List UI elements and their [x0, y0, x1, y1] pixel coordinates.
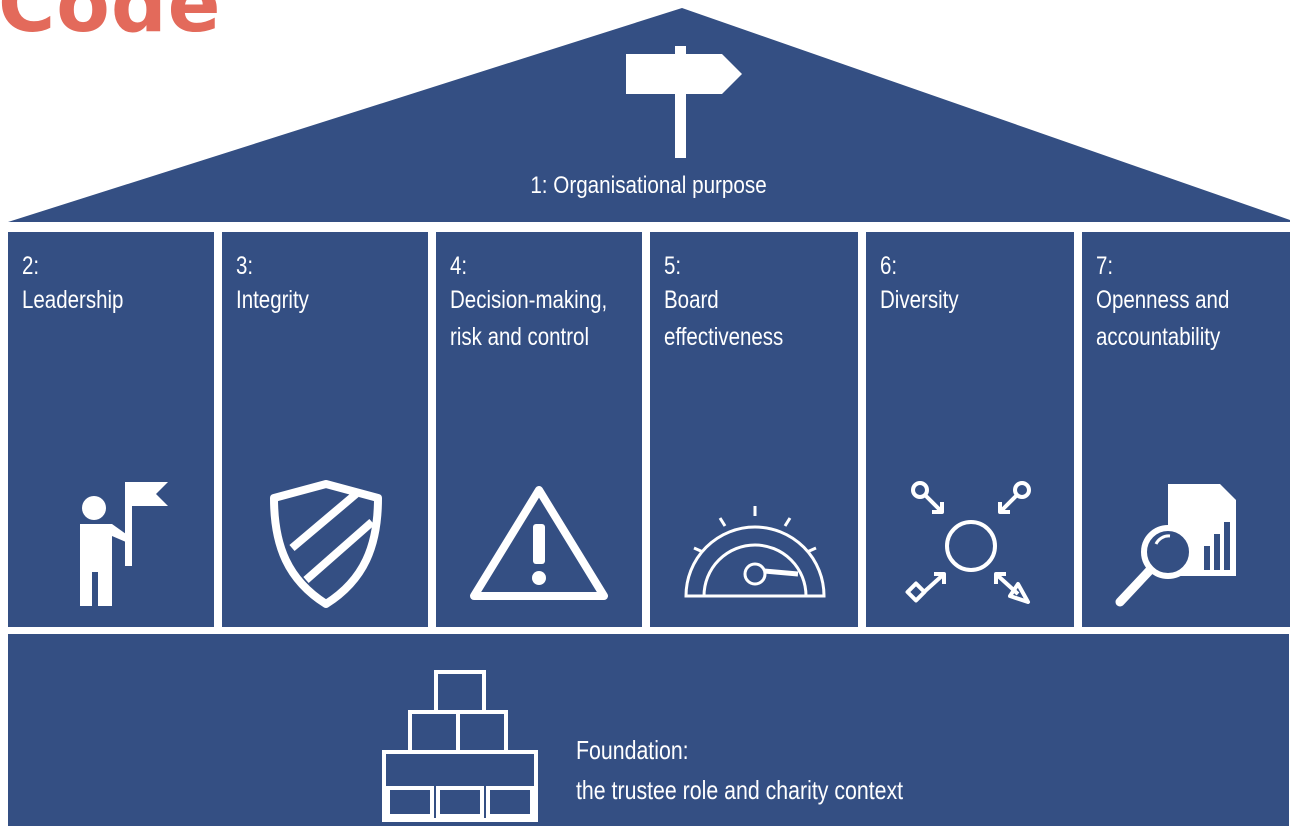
pillar-title: Integrity [236, 286, 309, 314]
signpost-icon [626, 46, 742, 158]
logo-wordmark: Code [0, 0, 222, 50]
pillar-title: Openness and accountability [1096, 286, 1230, 351]
pillar-title: Diversity [880, 286, 959, 314]
pillar-decision-making: 4: Decision-making, risk and control [436, 232, 642, 627]
pillar-board-effectiveness: 5: Board effectiveness [650, 232, 858, 627]
pillar-number: 7: [1096, 252, 1114, 280]
foundation-heading: Foundation: [576, 735, 689, 765]
diversity-arrows-icon [905, 481, 1031, 604]
pillar-openness-accountability: 7: Openness and accountability [1082, 232, 1290, 627]
pillar-integrity: 3: Integrity [222, 232, 428, 627]
pillar-title: Decision-making, risk and control [450, 286, 608, 351]
foundation-text: Foundation: the trustee role and charity… [576, 730, 903, 810]
warning-triangle-icon [470, 486, 608, 600]
foundation-subtitle: the trustee role and charity context [576, 775, 904, 805]
stacked-blocks-icon [382, 670, 538, 822]
roof-label: 1: Organisational purpose [530, 172, 767, 199]
pillar-number: 2: [22, 252, 40, 280]
pillar-title: Board effectiveness [664, 286, 784, 351]
pillar-leadership: 2: Leadership [8, 232, 214, 627]
person-with-flag-icon [80, 482, 168, 606]
shield-icon [270, 480, 382, 608]
pillar-diversity: 6: Diversity [866, 232, 1074, 627]
magnifier-report-icon [1115, 484, 1236, 607]
speedometer-gauge-icon [684, 506, 826, 598]
roof [8, 8, 1290, 222]
pillar-number: 6: [880, 252, 898, 280]
pillar-number: 5: [664, 252, 682, 280]
pillar-title: Leadership [22, 286, 124, 314]
foundation: Foundation: the trustee role and charity… [8, 634, 1289, 826]
pillar-number: 3: [236, 252, 254, 280]
pillar-number: 4: [450, 252, 468, 280]
